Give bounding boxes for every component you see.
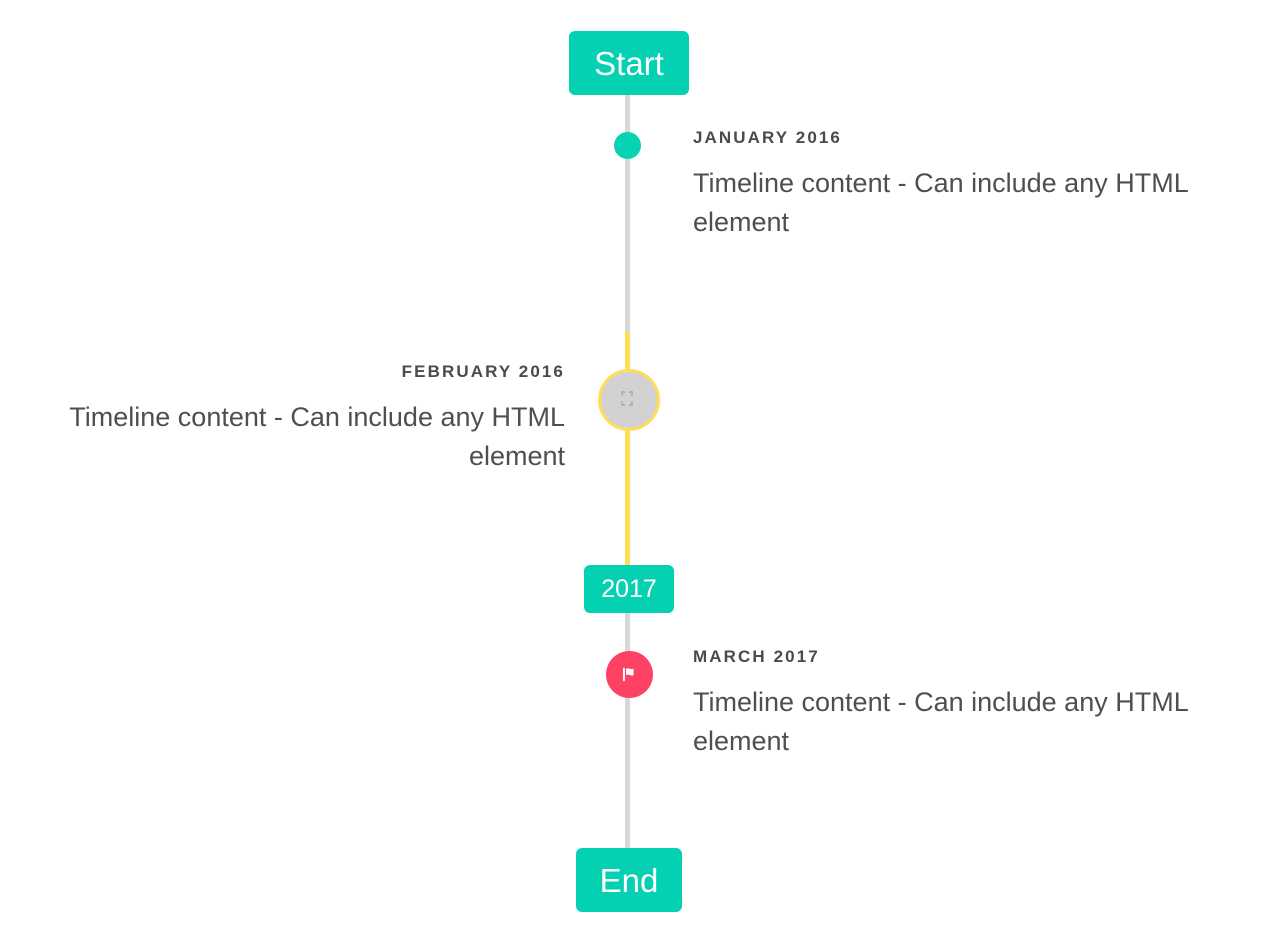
timeline-item-heading: MARCH 2017 [693, 647, 820, 666]
timeline-item-heading: JANUARY 2016 [693, 128, 842, 147]
broken-image-icon [618, 389, 640, 411]
timeline-marker-flag-icon[interactable] [606, 651, 653, 698]
timeline-item-january-2016: JANUARY 2016 Timeline content - Can incl… [693, 128, 1217, 241]
timeline-end-badge[interactable]: End [576, 848, 682, 912]
timeline-item-body: Timeline content - Can include any HTML … [693, 168, 1188, 237]
timeline-line-segment-gray-top [625, 93, 630, 333]
timeline-item-march-2017: MARCH 2017 Timeline content - Can includ… [693, 647, 1217, 760]
timeline-line-segment-yellow [625, 332, 630, 571]
timeline-item-february-2016: FEBRUARY 2016 Timeline content - Can inc… [41, 362, 565, 475]
flag-icon [618, 663, 641, 686]
timeline-line-segment-gray-bottom [625, 607, 630, 853]
timeline-item-body: Timeline content - Can include any HTML … [693, 687, 1188, 756]
timeline-item-heading: FEBRUARY 2016 [401, 362, 565, 381]
timeline-marker-dot-icon[interactable] [614, 132, 641, 159]
timeline-marker-broken-image-icon[interactable] [598, 369, 660, 431]
timeline-item-body: Timeline content - Can include any HTML … [69, 402, 565, 471]
timeline-start-badge[interactable]: Start [569, 31, 689, 95]
timeline-year-badge-2017[interactable]: 2017 [584, 565, 674, 613]
